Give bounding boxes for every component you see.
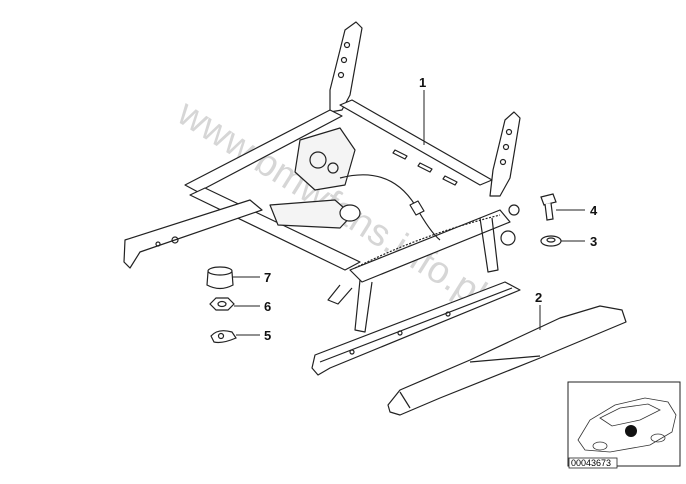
callout-7: 7 — [264, 270, 271, 285]
callout-6: 6 — [264, 299, 271, 314]
clip-illustration — [210, 330, 237, 344]
callout-2: 2 — [535, 290, 542, 305]
callout-1: 1 — [419, 75, 426, 90]
callout-4: 4 — [590, 203, 598, 218]
reference-number: 00043673 — [571, 458, 611, 468]
bolt-illustration — [540, 193, 557, 221]
washer-illustration — [540, 235, 562, 247]
location-marker-dot — [625, 425, 637, 437]
cap-illustration — [206, 266, 234, 290]
callout-5: 5 — [264, 328, 271, 343]
leader-lines — [233, 90, 585, 336]
seat-frame-illustration — [123, 21, 521, 376]
nut-illustration — [209, 297, 235, 311]
rail-cover-illustration — [387, 305, 627, 416]
callout-3: 3 — [590, 234, 597, 249]
car-locator-inset: 00043673 — [567, 381, 681, 469]
car-outline-illustration — [577, 397, 677, 453]
